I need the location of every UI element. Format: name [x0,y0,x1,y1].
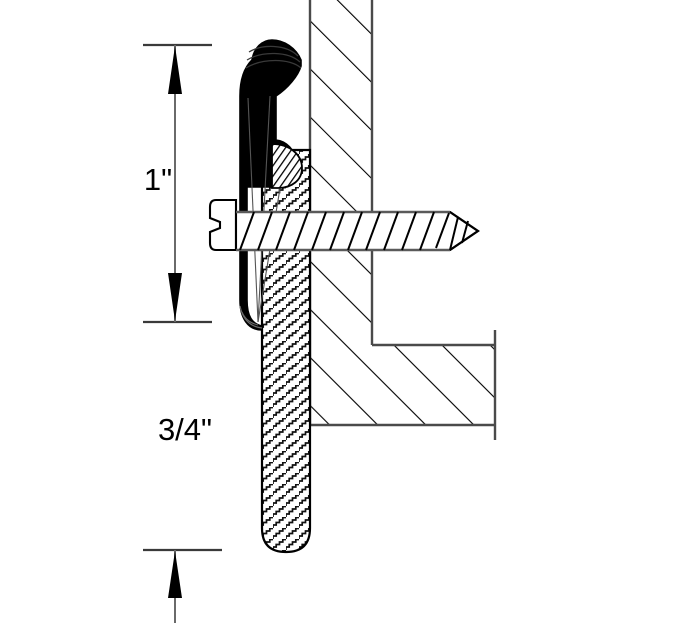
arrowhead-up-lower [168,551,182,598]
drywall-panel [260,148,312,554]
arrowhead-up [168,46,182,94]
width-dimension-label: 3/4" [158,412,212,447]
cove-bead [271,143,303,189]
bottom-plate [310,330,497,440]
height-dimension: 1" [143,43,212,324]
arrowhead-down [168,273,182,321]
width-dimension: 3/4" [143,412,222,623]
baseboard-molding [239,39,302,331]
height-dimension-label: 1" [144,162,172,197]
slotted-screw [208,198,480,252]
